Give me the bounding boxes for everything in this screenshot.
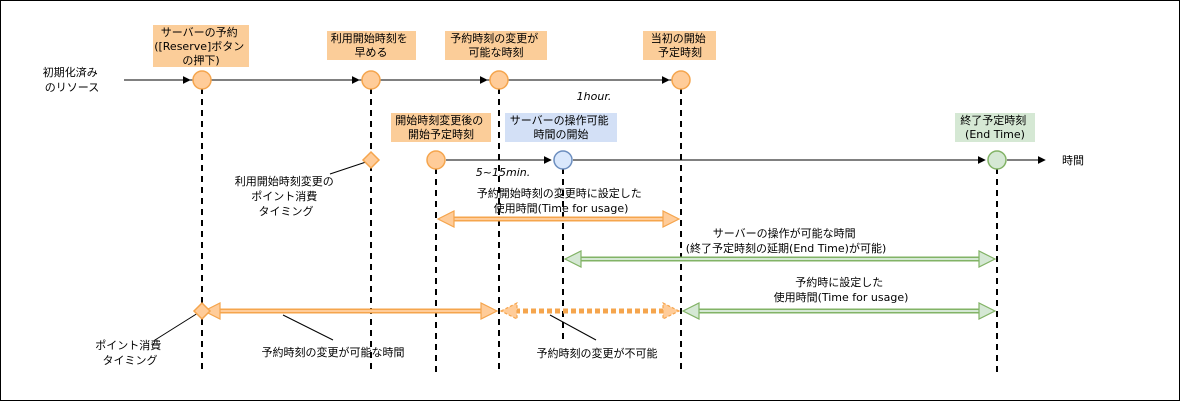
- time-axis-label: 時間: [1062, 154, 1084, 167]
- operable-period-label: サーバーの操作が可能な時間 (終了予定時刻の延期(End Time)が可能): [686, 226, 887, 255]
- reserve-node: [192, 70, 212, 90]
- one-hour-label: 1hour.: [577, 90, 612, 103]
- operable-start-label-bg: [505, 113, 617, 142]
- changed-start-node: [426, 150, 446, 170]
- reserve-press-label-bg: [153, 25, 249, 67]
- change-impossible-leader: [549, 314, 597, 341]
- operable-range: [563, 250, 997, 268]
- initial-start-label-bg: [643, 31, 716, 60]
- changeable-time-label: 予約時刻の変更が 可能な時刻: [450, 31, 542, 59]
- change-impossible-range: [499, 302, 681, 320]
- point-change-leader: [329, 161, 367, 175]
- resources-label: 初期化済み のリソース: [43, 65, 102, 94]
- minutes-label: 5~15min.: [476, 166, 530, 179]
- reserve-press-label: サーバーの予約 ([Reserve]ボタン の押下): [154, 25, 248, 67]
- changed-start-label-bg: [391, 113, 491, 142]
- operable-start-label: サーバーの操作可能 時間の開始: [510, 113, 612, 141]
- usage-reserve-label: 予約時に設定した 使用時間(Time for usage): [774, 275, 909, 304]
- end-time-label-bg: [955, 113, 1035, 142]
- usage-changed-range: [436, 210, 681, 228]
- end-time-node: [987, 150, 1007, 170]
- changeable-time-label-bg: [445, 31, 547, 60]
- change-impossible-label: 予約時刻の変更が不可能: [537, 346, 658, 360]
- usage-reserve-range: [681, 302, 997, 320]
- point-consume-label: ポイント消費 タイミング: [95, 338, 165, 367]
- initial-start-node: [671, 70, 691, 90]
- point-consume-leader: [154, 312, 199, 341]
- change-possible-range: [202, 302, 499, 320]
- initial-start-label: 当初の開始 予定時刻: [651, 31, 710, 59]
- change-possible-label: 予約時刻の変更が可能な時間: [262, 345, 405, 359]
- advance-start-label: 利用開始時刻を 早める: [331, 31, 412, 59]
- change-possible-leader: [282, 314, 334, 341]
- point-change-label: 利用開始時刻変更の ポイント消費 タイミング: [235, 174, 338, 218]
- end-time-label: 終了予定時刻 (End Time): [960, 113, 1030, 141]
- point-change-diamond: [361, 150, 381, 170]
- usage-changed-label: 予約開始時刻の変更時に設定した 使用時間(Time for usage): [477, 186, 646, 215]
- advance-start-label-bg: [327, 31, 416, 60]
- changeable-node: [489, 70, 509, 90]
- operable-start-node: [553, 150, 573, 170]
- advance-node: [361, 70, 381, 90]
- changed-start-label: 開始時刻変更後の 開始予定時刻: [395, 113, 487, 141]
- point-consume-diamond: [192, 301, 212, 321]
